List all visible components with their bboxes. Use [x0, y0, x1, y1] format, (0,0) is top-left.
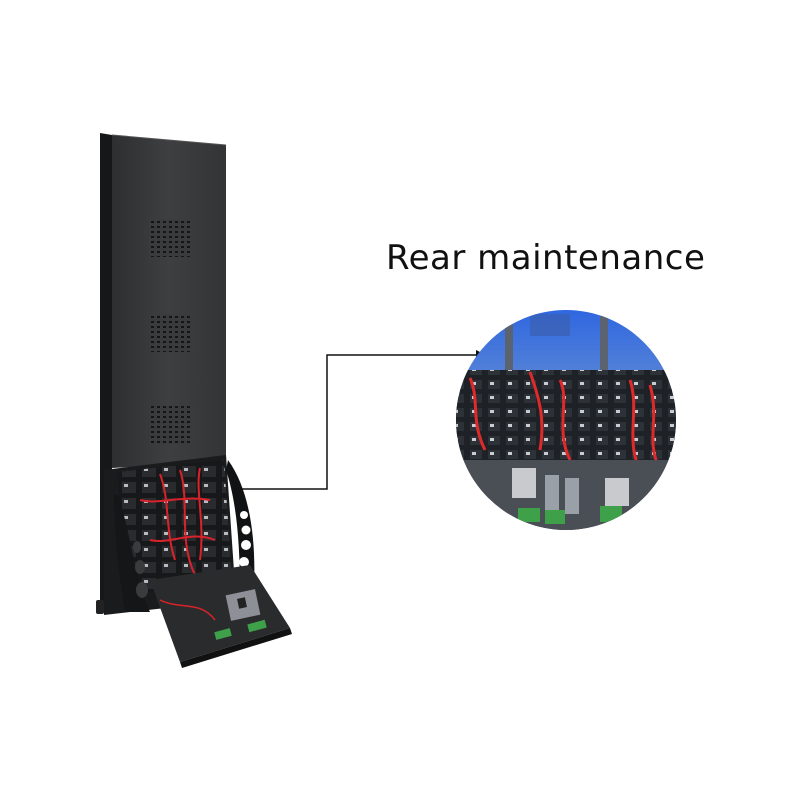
red-cables-closeup: [468, 371, 662, 471]
led-modules-rear: [118, 460, 232, 596]
vent-grille-bottom: [151, 406, 193, 444]
red-cables: [139, 467, 216, 576]
power-supply-closeup: [512, 468, 536, 498]
support-arm-left: [114, 495, 150, 612]
receiving-card: [518, 508, 540, 522]
open-maintenance-tray: [150, 565, 290, 662]
callout-connector: [240, 350, 486, 490]
rear-maintenance-closeup: [456, 310, 676, 530]
caster-wheel: [96, 600, 104, 614]
vent-grille-middle: [151, 314, 193, 352]
led-poster-cabinet: [96, 133, 292, 668]
rear-maintenance-caption: Rear maintenance: [386, 238, 706, 278]
vent-grille-top: [149, 219, 191, 257]
